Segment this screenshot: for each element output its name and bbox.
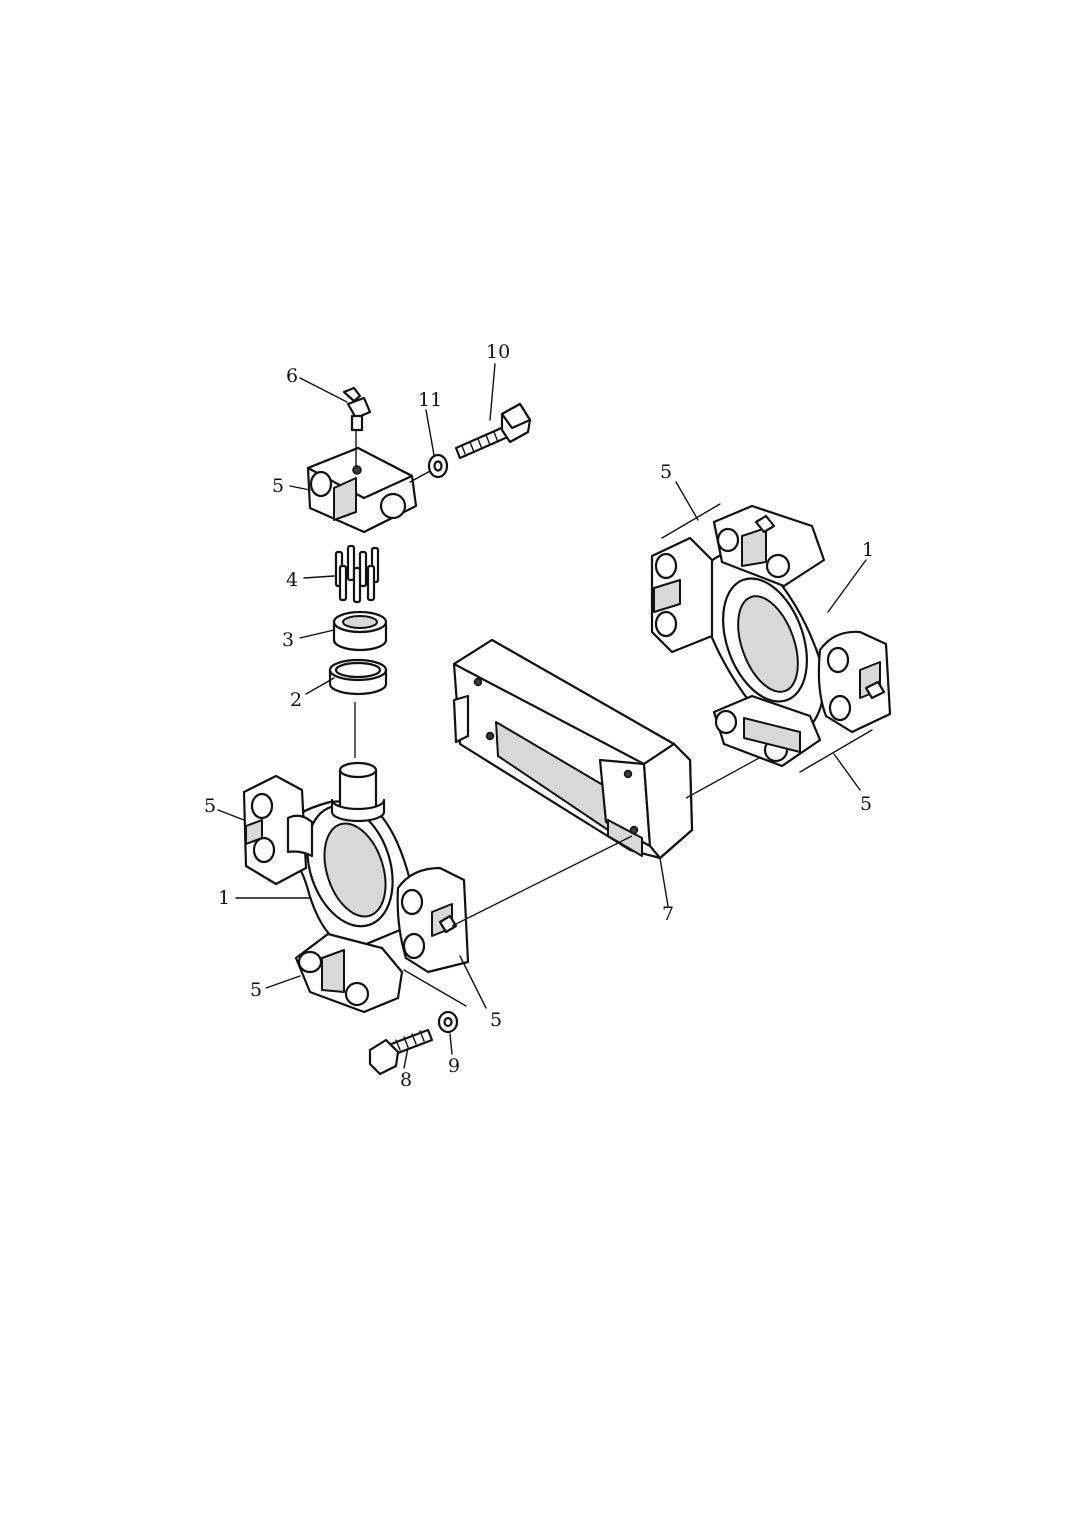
bearing-cap-top	[306, 446, 418, 534]
spider-right	[650, 504, 892, 768]
needle-rollers	[334, 544, 380, 604]
callout-8: 8	[400, 1069, 412, 1091]
callout-5-right-top: 5	[660, 461, 672, 483]
callout-11: 11	[418, 389, 442, 411]
washer-11	[427, 453, 449, 479]
callout-5-left-upper: 5	[204, 795, 216, 817]
seal-ring	[328, 658, 388, 696]
callout-6: 6	[286, 365, 298, 387]
callout-5-left-lower: 5	[250, 979, 262, 1001]
callout-9: 9	[448, 1055, 460, 1077]
callout-1-left: 1	[218, 887, 230, 909]
callout-10: 10	[486, 341, 510, 363]
callout-2: 2	[290, 689, 302, 711]
spider-left	[242, 761, 470, 1014]
callout-5-right-bottom: 5	[860, 793, 872, 815]
callout-1-right: 1	[862, 539, 874, 561]
bolt-10	[454, 402, 532, 460]
callout-3: 3	[282, 629, 294, 651]
washer-9	[437, 1010, 459, 1034]
bearing	[332, 610, 388, 652]
callout-labels: 6 10 11 5 4 3 2 5 1 5 5 8 9 7 5 1 5	[204, 341, 874, 1091]
callout-5-top: 5	[272, 475, 284, 497]
center-yoke	[452, 638, 694, 860]
callout-4: 4	[286, 569, 298, 591]
bolt-8	[368, 1028, 434, 1076]
grease-fitting	[342, 386, 372, 432]
callout-7: 7	[662, 903, 674, 925]
callout-5-left-right: 5	[490, 1009, 502, 1031]
